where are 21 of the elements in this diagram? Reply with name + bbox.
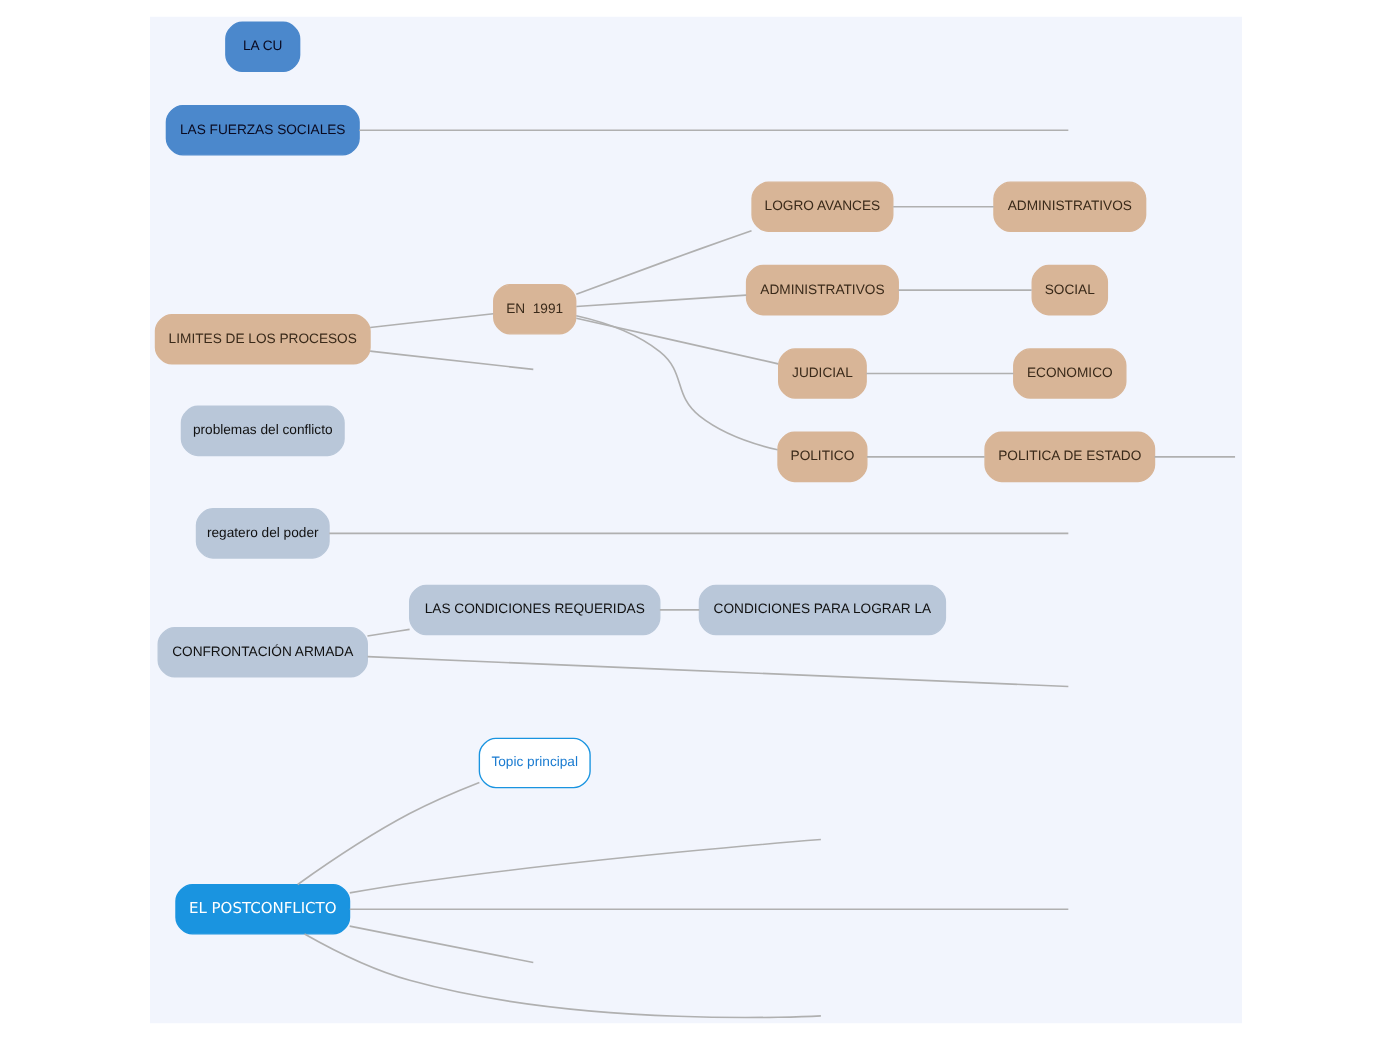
connector bbox=[897, 289, 1033, 291]
connector bbox=[659, 609, 701, 611]
connector bbox=[575, 294, 748, 308]
connector bbox=[865, 372, 1015, 375]
connector bbox=[348, 838, 822, 894]
connector bbox=[328, 532, 1070, 535]
connector bbox=[358, 129, 1070, 132]
connector bbox=[349, 908, 1070, 911]
connector bbox=[366, 628, 411, 637]
connector bbox=[348, 925, 535, 964]
connector bbox=[366, 655, 1070, 688]
connector bbox=[575, 229, 753, 296]
connector bbox=[892, 205, 995, 208]
connector bbox=[303, 933, 822, 1019]
connector bbox=[866, 456, 986, 458]
connector bbox=[296, 781, 481, 886]
connector bbox=[369, 350, 535, 371]
connector bbox=[369, 312, 495, 329]
connector bbox=[575, 314, 779, 451]
connector bbox=[1153, 456, 1236, 458]
connector bbox=[575, 317, 780, 365]
